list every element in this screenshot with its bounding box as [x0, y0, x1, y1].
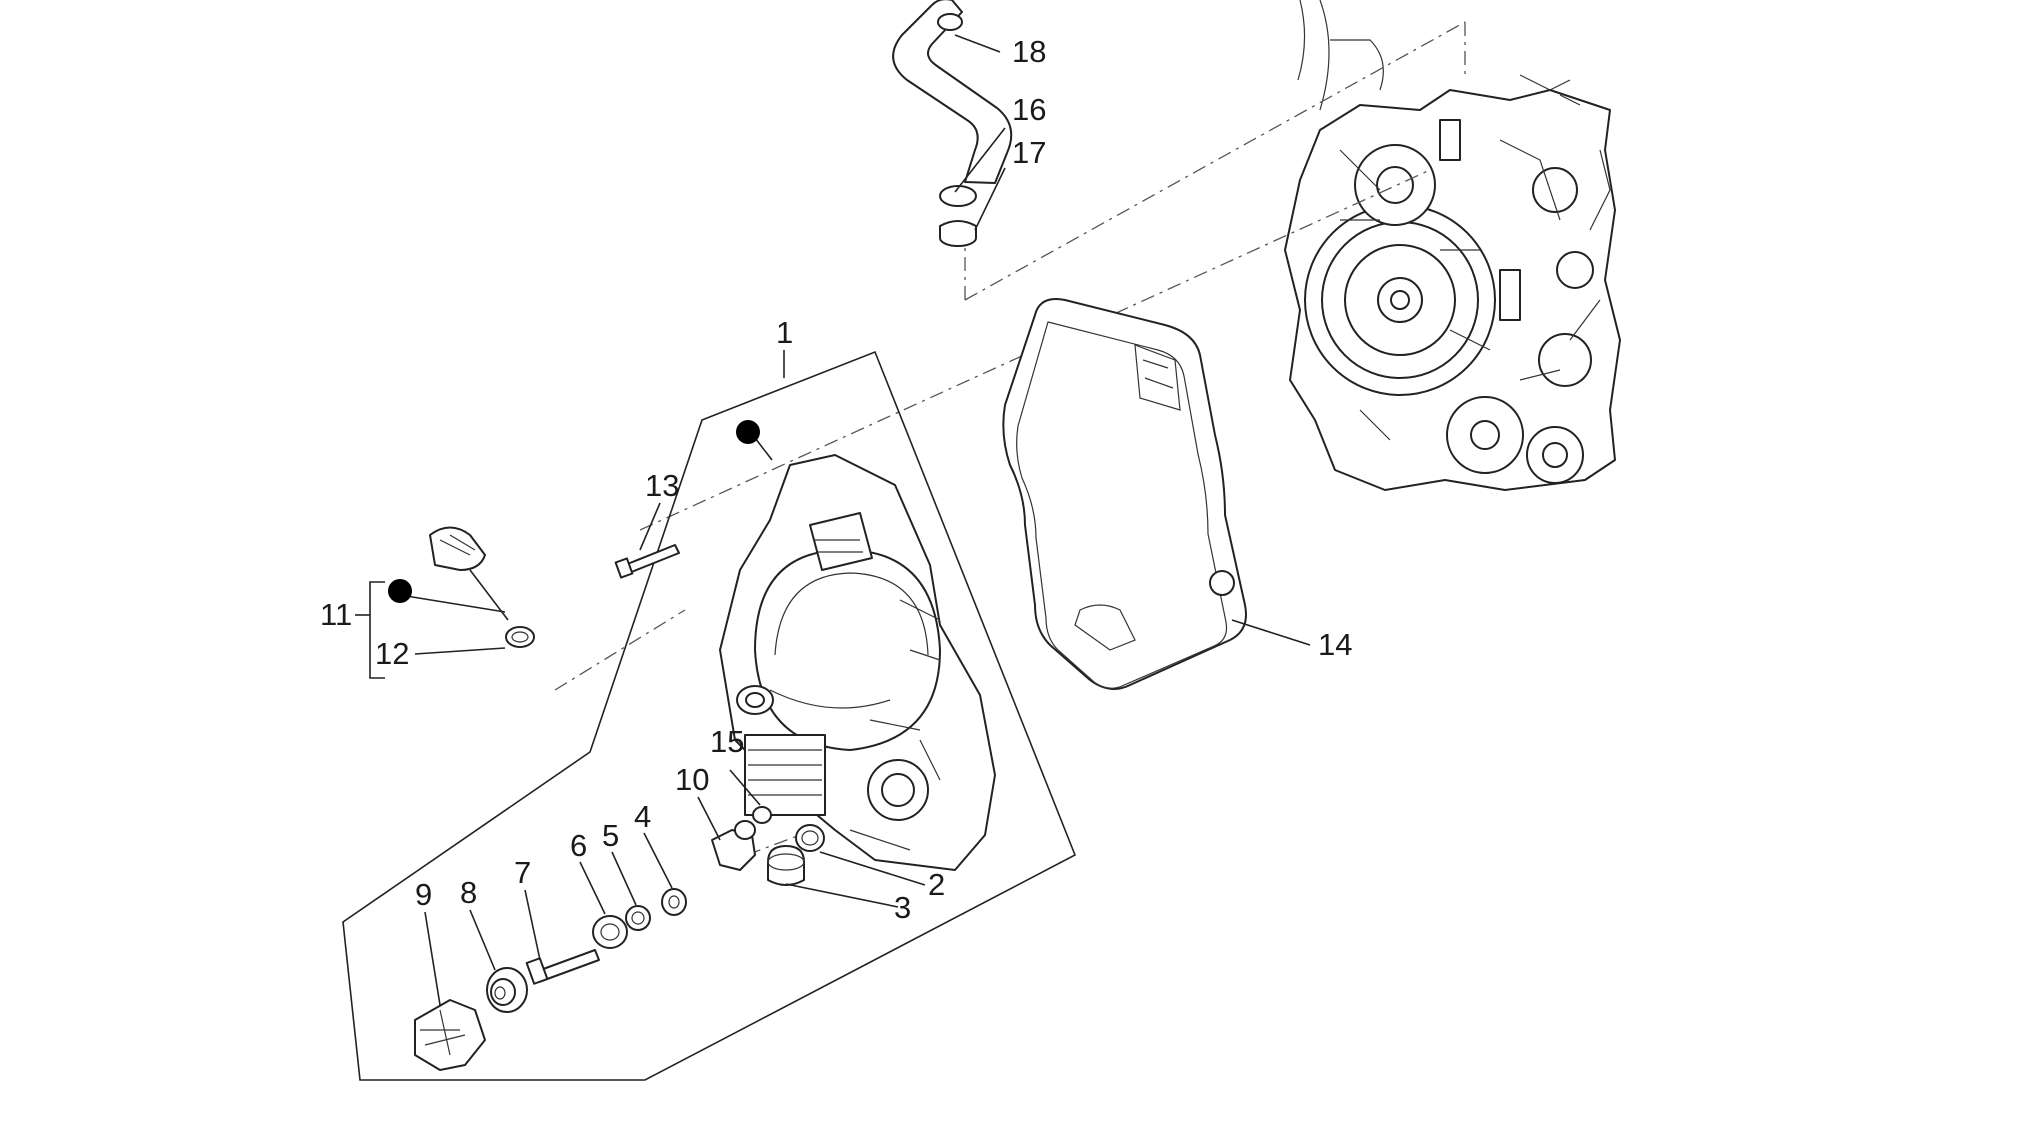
callout-4: 4 — [634, 799, 651, 834]
callout-17: 17 — [1012, 135, 1046, 170]
coolant-hose — [892, 0, 1013, 247]
callout-14: 14 — [1318, 627, 1352, 662]
marker-dot-cover — [736, 420, 760, 444]
callout-6: 6 — [570, 828, 587, 863]
callout-15: 15 — [710, 724, 744, 759]
callout-10: 10 — [675, 762, 709, 797]
callout-3: 3 — [894, 890, 911, 925]
small-parts — [414, 526, 825, 1071]
callout-7: 7 — [514, 855, 531, 890]
callout-12: 12 — [375, 636, 409, 671]
group-outline — [342, 350, 1077, 1081]
callout-11: 11 — [320, 597, 352, 632]
alignment-lines — [554, 21, 1466, 866]
engine-block — [1284, 0, 1621, 491]
callout-18: 18 — [1012, 34, 1046, 69]
callout-9: 9 — [415, 877, 432, 912]
leader-lines — [355, 34, 1311, 1006]
callout-16: 16 — [1012, 92, 1046, 127]
marker-dot-dipstick — [388, 579, 412, 603]
callout-1: 1 — [776, 315, 793, 350]
callout-labels: 1 2 3 4 5 6 7 8 9 10 11 12 13 14 15 16 1… — [320, 34, 1352, 925]
callout-2: 2 — [928, 867, 945, 902]
callout-13: 13 — [645, 468, 679, 503]
callout-5: 5 — [602, 818, 619, 853]
cover-gasket — [1002, 298, 1247, 690]
callout-8: 8 — [460, 875, 477, 910]
engine-side-cover — [719, 454, 996, 871]
